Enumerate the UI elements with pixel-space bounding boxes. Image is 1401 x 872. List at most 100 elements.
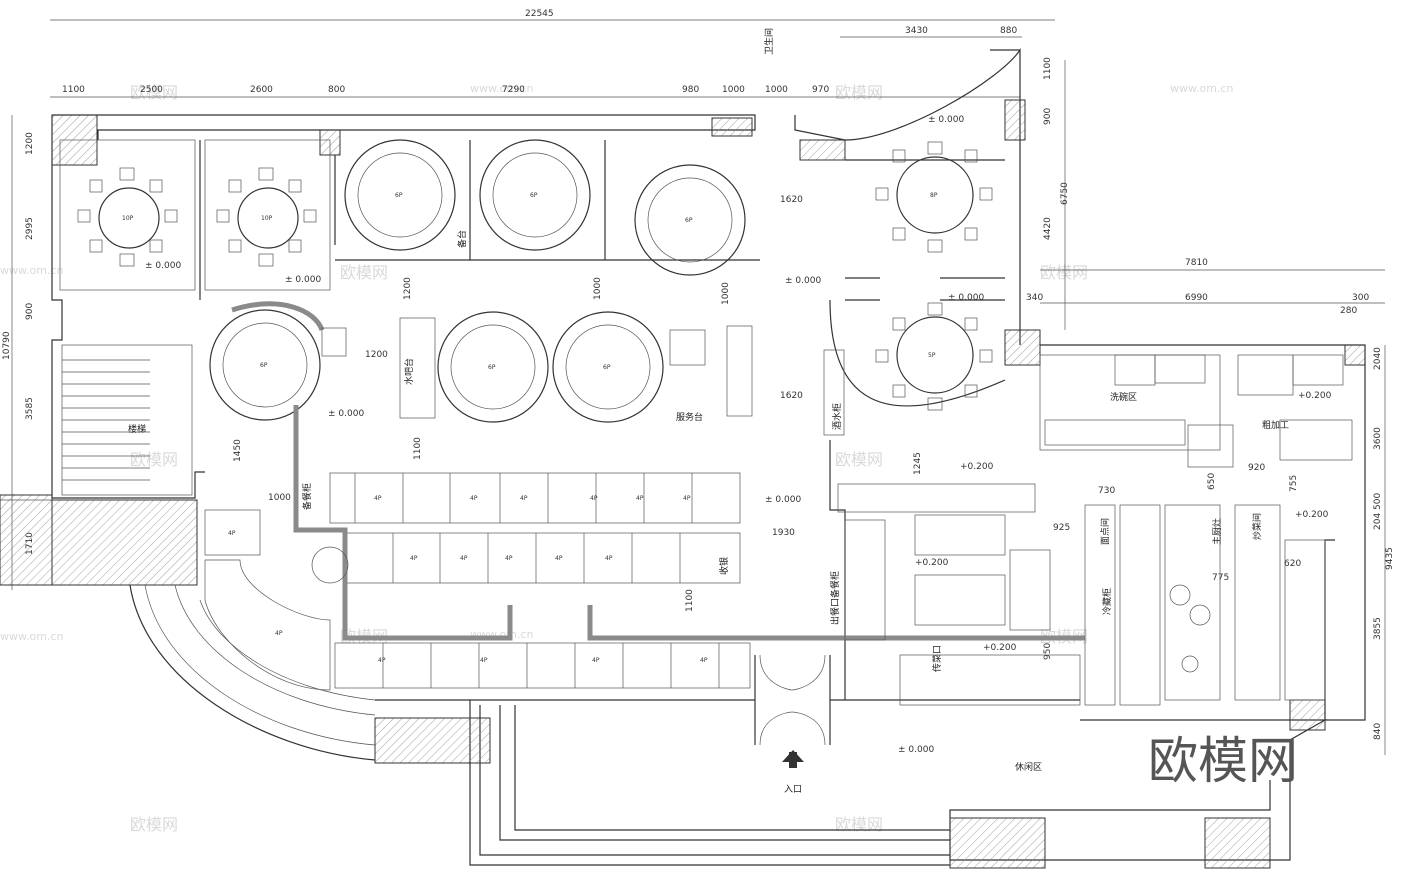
cashier-label: 收银 [718, 557, 730, 575]
level-label: +0.200 [1298, 391, 1332, 401]
dim-label: 1100 [413, 437, 423, 460]
level-label: ± 0.000 [785, 276, 821, 286]
dim-label: 204 [1373, 513, 1383, 530]
dim-right-lower: 3600 204 500 9435 3855 840 2040 [1373, 347, 1395, 740]
table-label: 4P [460, 555, 468, 562]
watermark-brand: 欧模网 [1040, 263, 1088, 282]
watermark-brand: 欧模网 [835, 83, 883, 102]
dim-right-vertical: 1100 900 4420 6750 [1043, 57, 1070, 240]
pass-label: 传菜口 [931, 645, 943, 672]
watermark-brand: 欧模网 [340, 263, 388, 282]
wash-area-label: 洗碗区 [1110, 391, 1137, 403]
table-label: 6P [530, 192, 538, 199]
side-station-label: 备台 [456, 230, 468, 248]
dim-label: 9435 [1385, 547, 1395, 570]
right-private-rooms: 8P 5P [829, 141, 1006, 411]
level-markers: ± 0.000 ± 0.000 ± 0.000 ± 0.000 ± 0.000 … [145, 115, 1332, 755]
dim-overall-width: 22545 [525, 9, 554, 19]
table-label: 10P [122, 215, 134, 222]
dim-label: 3600 [1373, 427, 1383, 450]
dim-label: 340 [1026, 293, 1043, 303]
rough-processing-label: 粗加工 [1262, 419, 1289, 431]
level-label: +0.200 [915, 558, 949, 568]
cabinet-label: 备餐柜 [301, 483, 313, 510]
dim-label: 650 [1207, 473, 1217, 490]
table-label: 4P [228, 530, 236, 537]
dim-label: 2600 [250, 85, 273, 95]
outlet-counter-label: 出餐口备餐柜 [829, 571, 841, 625]
cold-storage-label: 冷藏柜 [1101, 588, 1113, 615]
stair: 楼梯 [0, 344, 193, 501]
level-label: ± 0.000 [285, 275, 321, 285]
level-label: ± 0.000 [928, 115, 964, 125]
water-station-label: 水吧台 [403, 358, 415, 385]
level-label: +0.200 [983, 643, 1017, 653]
dimension-lines [11, 19, 1386, 755]
dim-label: 1000 [593, 277, 603, 300]
column [711, 117, 753, 137]
table-label: 4P [683, 495, 691, 502]
dim-label: 1200 [365, 350, 388, 360]
dim-label: 1930 [772, 528, 795, 538]
dim-label: 970 [812, 85, 829, 95]
column [0, 494, 53, 586]
table-label: 4P [505, 555, 513, 562]
level-label: +0.200 [1295, 510, 1329, 520]
table-label: 4P [410, 555, 418, 562]
dim-label: 1200 [25, 132, 35, 155]
table-label: 4P [592, 657, 600, 664]
circulation-path [231, 301, 1085, 641]
level-label: +0.200 [960, 462, 994, 472]
service-counter-label: 服务台 [676, 411, 703, 423]
watermark-url: www.om.cn [1170, 82, 1233, 95]
dim-label: 4420 [1043, 217, 1053, 240]
dim-label: 950 [1043, 643, 1053, 660]
dim-label: 730 [1098, 486, 1115, 496]
table-label: 10P [261, 215, 273, 222]
watermark-layer: 欧模网 www.om.cn 欧模网 www.om.cn 欧模网 欧模网 欧模网 … [0, 82, 1233, 834]
dim-label: 3855 [1373, 617, 1383, 640]
column [1004, 329, 1041, 366]
table-label: 4P [590, 495, 598, 502]
leisure-area-label: 休闲区 [1015, 761, 1042, 773]
stair-label: 楼梯 [128, 423, 146, 435]
watermark-brand: 欧模网 [835, 815, 883, 834]
column [1344, 344, 1366, 366]
dim-label: 925 [1053, 523, 1070, 533]
watermark-brand: 欧模网 [130, 815, 178, 834]
level-label: ± 0.000 [328, 409, 364, 419]
table-label: 4P [555, 555, 563, 562]
booth-tables: 6P 6P 6P 6P 6P 6P [209, 139, 746, 423]
column [1289, 699, 1326, 731]
dim-label: 7810 [1185, 258, 1208, 268]
dim-label: 10790 [2, 331, 12, 360]
dim-label: 3430 [905, 26, 928, 36]
column [949, 817, 1046, 869]
column [1004, 99, 1026, 141]
table-label: 6P [603, 364, 611, 371]
dim-label: 1000 [721, 282, 731, 305]
main-cook-label: 主厨灶 [1211, 518, 1223, 545]
kitchen: 洗碗区 粗加工 出餐口备餐柜 冷藏柜 主厨灶 炒菜间 面点间 传菜口 [829, 354, 1353, 706]
dim-label: 2040 [1373, 347, 1383, 370]
table-label: 6P [395, 192, 403, 199]
columns [0, 99, 1366, 869]
table-label: 4P [700, 657, 708, 664]
watermark-url: www.om.cn [470, 82, 533, 95]
dim-label: 920 [1248, 463, 1265, 473]
dim-label: 1000 [765, 85, 788, 95]
wine-cabinet-label: 酒水柜 [831, 403, 843, 430]
dim-label: 1100 [1043, 57, 1053, 80]
dim-label: 880 [1000, 26, 1017, 36]
dim-label: 1620 [780, 391, 803, 401]
dim-left-vertical: 1200 2995 900 10790 3585 1710 [2, 132, 35, 555]
dim-label: 1245 [913, 452, 923, 475]
watermark-url: www.om.cn [0, 630, 63, 643]
dim-label: 1100 [685, 589, 695, 612]
interior-dimensions: 1200 1000 1000 1200 1620 1620 1450 1000 … [233, 195, 1301, 660]
dim-label: 775 [1212, 573, 1229, 583]
dim-label: 620 [1284, 559, 1301, 569]
dim-label: 500 [1373, 493, 1383, 510]
dim-label: 900 [1043, 108, 1053, 125]
